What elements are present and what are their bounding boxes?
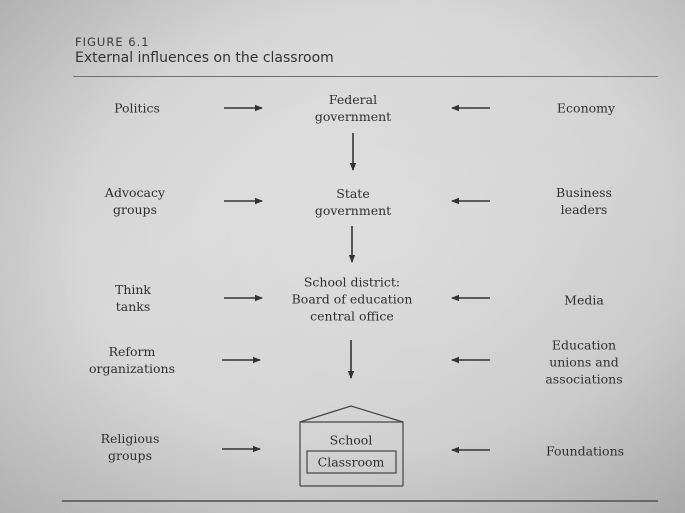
figure-title: External influences on the classroom [75, 50, 334, 66]
node-state-government: State government [314, 186, 392, 218]
node-business-leaders: Business leaders [556, 185, 612, 217]
node-federal-government: Federal government [314, 92, 392, 124]
top-rule [73, 76, 658, 77]
school-house-outline [299, 405, 404, 486]
classroom-box [306, 450, 397, 474]
node-reform-organizations: Reform organizations [88, 344, 176, 376]
figure-label: FIGURE 6.1 [75, 35, 150, 49]
school-house [299, 405, 404, 487]
node-religious-groups: Religious groups [100, 431, 160, 463]
node-media: Media [564, 292, 604, 308]
node-school-district: School district: Board of education cent… [291, 274, 413, 324]
node-politics: Politics [114, 100, 160, 116]
node-education-unions: Education unions and associations [545, 337, 623, 387]
node-advocacy-groups: Advocacy groups [104, 185, 166, 217]
node-think-tanks: Think tanks [114, 282, 152, 314]
classroom-label: Classroom [317, 454, 385, 470]
node-foundations: Foundations [545, 443, 625, 459]
bottom-rule [62, 500, 658, 502]
school-label: School [329, 432, 373, 448]
node-economy: Economy [556, 100, 616, 116]
